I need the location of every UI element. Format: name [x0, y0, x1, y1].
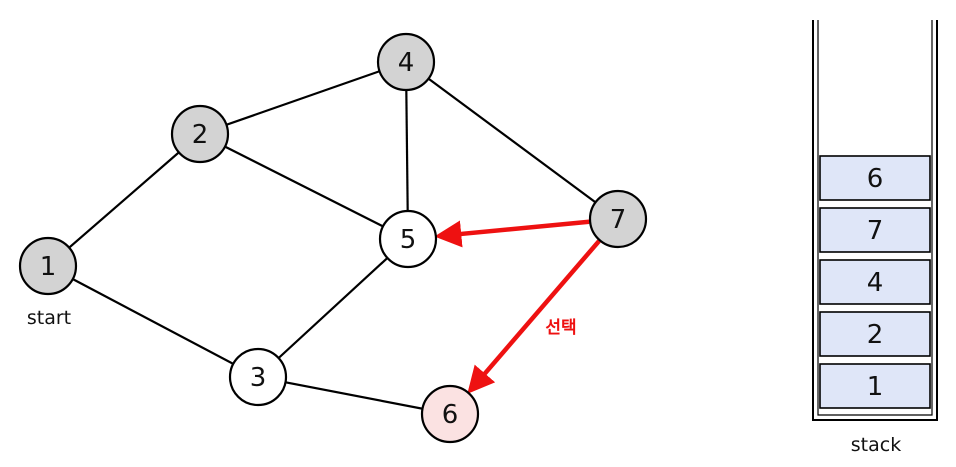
node-3-label: 3: [250, 363, 267, 393]
stack-cell-label: 2: [867, 320, 884, 350]
node-5: 5: [378, 209, 438, 269]
nodes-layer: 1 2 3 4 5 6 7: [18, 32, 648, 444]
stack-cell: [819, 155, 931, 201]
edge-2-5: [199, 133, 409, 240]
stack-items: 6 7 4 2 1: [819, 155, 931, 409]
stack-container: [812, 20, 938, 421]
node-4: 4: [376, 32, 436, 92]
edge-3-6: [257, 375, 451, 416]
selected-edge-7-6: [467, 239, 601, 394]
stack-cell: [819, 311, 931, 357]
node-1-circle: [18, 236, 78, 296]
node-6: 6: [420, 384, 480, 444]
edge-2-4: [199, 60, 407, 136]
selected-edge-7-5: [434, 219, 590, 248]
node-7-label: 7: [610, 205, 627, 235]
stack: 6 7 4 2 1: [812, 20, 938, 421]
node-6-label: 6: [442, 400, 459, 430]
edge-3-5: [257, 238, 409, 378]
stack-item-2: 2: [819, 311, 931, 357]
node-3-circle: [228, 347, 288, 407]
node-2-label: 2: [192, 120, 209, 150]
node-4-circle: [376, 32, 436, 92]
node-5-label: 5: [400, 225, 417, 255]
node-7-circle: [588, 189, 648, 249]
stack-cell-label: 4: [867, 268, 884, 298]
node-1: 1: [18, 236, 78, 296]
stack-item-7: 7: [819, 207, 931, 253]
stack-cell: [819, 363, 931, 409]
edges-layer: [47, 60, 619, 416]
edge-1-3: [47, 265, 259, 378]
stack-item-6: 6: [819, 155, 931, 201]
stack-container-inner: [817, 20, 933, 416]
node-6-circle: [420, 384, 480, 444]
edge-4-7: [405, 61, 619, 220]
stack-cell: [819, 259, 931, 305]
node-2: 2: [170, 104, 230, 164]
node-1-label: 1: [40, 252, 57, 282]
node-3: 3: [228, 347, 288, 407]
stack-item-4: 4: [819, 259, 931, 305]
node-4-label: 4: [398, 48, 415, 78]
stack-cell: [819, 207, 931, 253]
node-5-circle: [378, 209, 438, 269]
edge-4-5: [404, 61, 410, 240]
node-7: 7: [588, 189, 648, 249]
selection-label: 선택: [545, 318, 576, 338]
stack-label: stack: [851, 434, 901, 456]
node-2-circle: [170, 104, 230, 164]
highlighted-edges-layer: [434, 219, 601, 394]
start-label: start: [27, 307, 71, 329]
stack-cell-label: 6: [867, 164, 884, 194]
edge-1-2: [47, 133, 201, 267]
stack-cell-label: 1: [867, 372, 884, 402]
stack-cell-label: 7: [867, 216, 884, 246]
stack-item-1: 1: [819, 363, 931, 409]
